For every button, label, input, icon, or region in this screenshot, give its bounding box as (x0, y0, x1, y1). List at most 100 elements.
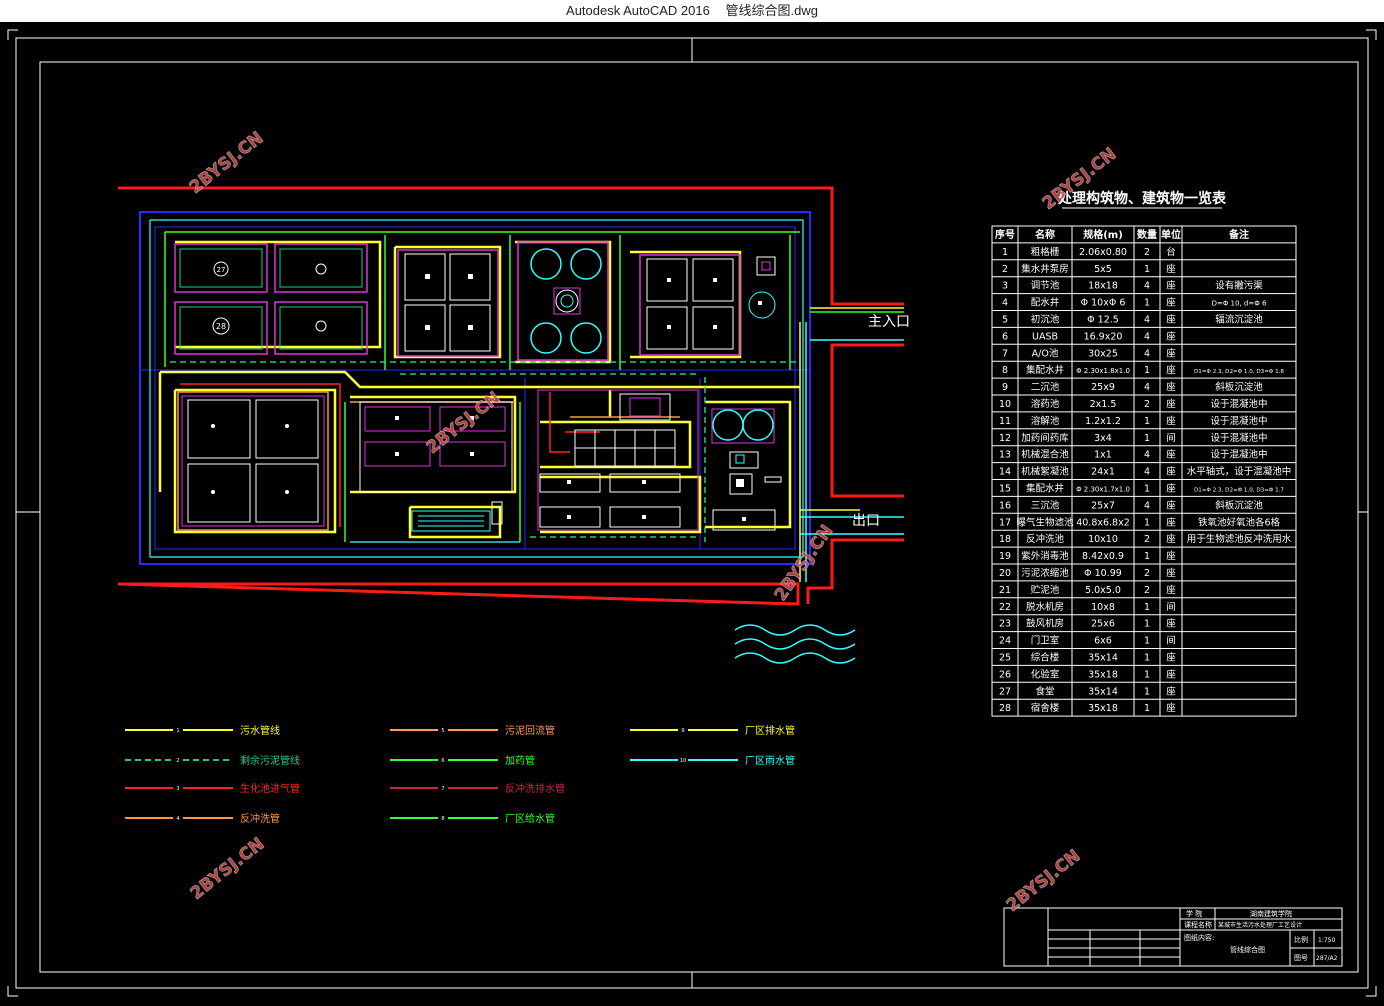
legend-number: 10 (680, 758, 686, 764)
table-cell: 4 (1144, 331, 1150, 342)
legend-label: 厂区给水管 (505, 812, 555, 825)
watermarks: 2BYSJ.CN 2BYSJ.CN 2BYSJ.CN 2BYSJ.CN 2BYS… (186, 128, 1121, 916)
table-cell: 1 (1002, 247, 1008, 258)
table-cell: 20 (999, 568, 1011, 579)
entrance-pipes (799, 307, 904, 582)
table-cell: 6x6 (1094, 636, 1112, 647)
table-cell: 8 (1002, 365, 1008, 376)
legend-label: 污泥回流管 (505, 724, 555, 737)
table-cell: 综合楼 (1031, 651, 1060, 663)
table-cell: 加药间药库 (1021, 432, 1069, 444)
table-cell: 12 (999, 433, 1011, 444)
table-cell: 6 (1002, 331, 1008, 342)
cad-drawing[interactable]: 27 28 (0, 22, 1384, 1002)
table-cell: 27 (999, 686, 1011, 697)
watermark-6: 2BYSJ.CN (1003, 846, 1085, 916)
table-cell: 30x25 (1088, 348, 1118, 359)
table-cell: 2 (1144, 247, 1150, 258)
table-cell: 1 (1144, 298, 1150, 309)
table-cell: 14 (999, 467, 1011, 478)
table-cell: 集配水井 (1026, 364, 1064, 376)
legend-number: 9 (681, 728, 684, 734)
table-cell: 3x4 (1094, 433, 1112, 444)
table-cell: 35x18 (1088, 703, 1118, 714)
table-cell: 集水井泵房 (1021, 263, 1069, 275)
legend-number: 7 (441, 786, 444, 792)
table-cell: 辐流沉淀池 (1215, 313, 1263, 325)
table-header-cell: 规格(m) (1083, 228, 1123, 241)
scale-value: 1:750 (1318, 937, 1335, 944)
table-cell: 座 (1166, 280, 1176, 292)
table-cell: 22 (999, 602, 1011, 613)
sludge-area (711, 408, 782, 531)
structure-table-title: 处理构筑物、建筑物一览表 (1057, 190, 1227, 207)
table-header-cell: 序号 (995, 228, 1015, 241)
table-cell: 4 (1144, 467, 1150, 478)
table-cell: 2 (1144, 585, 1150, 596)
table-cell: 35x14 (1088, 686, 1118, 697)
table-cell: 13 (999, 450, 1011, 461)
table-cell: 贮泥池 (1031, 584, 1060, 596)
table-header-cell: 备注 (1228, 228, 1249, 241)
table-cell: 溶解池 (1031, 415, 1060, 427)
table-cell: 座 (1166, 567, 1176, 579)
table-cell: 座 (1166, 516, 1176, 528)
table-cell: UASB (1032, 331, 1058, 342)
table-cell: Φ 2.30x1.7x1.0 (1076, 485, 1130, 493)
table-cell: 10x8 (1091, 602, 1115, 613)
table-cell: 1 (1144, 636, 1150, 647)
table-cell: 1 (1144, 602, 1150, 613)
table-cell: 1 (1144, 619, 1150, 630)
table-cell: 4 (1144, 314, 1150, 325)
table-cell: Φ 10xΦ 6 (1081, 298, 1126, 309)
table-cell: 25x6 (1091, 619, 1115, 630)
table-cell: 污泥浓缩池 (1021, 567, 1069, 579)
table-cell: 二沉池 (1031, 381, 1060, 393)
site-plan[interactable]: 27 28 (117, 186, 910, 664)
uasb-tanks (639, 254, 776, 356)
table-cell: 2.06x0.80 (1079, 247, 1127, 258)
table-cell: 10 (999, 399, 1011, 410)
legend-number: 3 (176, 786, 179, 792)
table-header-cell: 单位 (1161, 228, 1181, 241)
tanks-upper-left (174, 243, 368, 355)
table-cell: 食堂 (1035, 685, 1054, 697)
legend-label: 反冲洗排水管 (505, 782, 565, 795)
table-cell: 设于混凝池中 (1210, 398, 1267, 410)
legend-label: 污水管线 (240, 724, 280, 737)
table-cell: 1 (1144, 483, 1150, 494)
legend-number: 8 (441, 816, 444, 822)
table-cell: 16.9x20 (1084, 331, 1123, 342)
drawing-canvas[interactable]: 27 28 (0, 22, 1384, 1002)
table-cell: 座 (1166, 685, 1176, 697)
sludge-pipes (170, 361, 800, 542)
table-header-cell: 名称 (1035, 228, 1055, 241)
legend-item: 7 反冲洗排水管 (390, 782, 565, 795)
table-cell: 设于混凝池中 (1210, 449, 1267, 461)
table-cell: 17 (999, 517, 1011, 528)
table-cell: 2 (1002, 264, 1008, 275)
water-supply-pipes (164, 231, 800, 542)
table-cell: 4 (1144, 382, 1150, 393)
table-cell: 9 (1002, 382, 1008, 393)
table-cell: 1 (1144, 365, 1150, 376)
table-cell: 门卫室 (1031, 635, 1060, 647)
table-cell: 1x1 (1094, 450, 1112, 461)
viewport-frame (7, 29, 1377, 997)
table-cell: 4 (1144, 500, 1150, 511)
table-cell: 集配水井 (1026, 482, 1064, 494)
legend-number: 4 (176, 816, 179, 822)
table-cell: 座 (1166, 263, 1176, 275)
rain-pipes (149, 219, 804, 558)
legend-label: 厂区排水管 (745, 724, 795, 737)
legend-number: 6 (441, 758, 444, 764)
table-cell: 座 (1166, 550, 1176, 562)
legend-item: 8 厂区给水管 (390, 812, 555, 825)
table-cell: 1 (1144, 703, 1150, 714)
table-cell: 溶药池 (1031, 398, 1060, 410)
table-cell: 2 (1144, 399, 1150, 410)
